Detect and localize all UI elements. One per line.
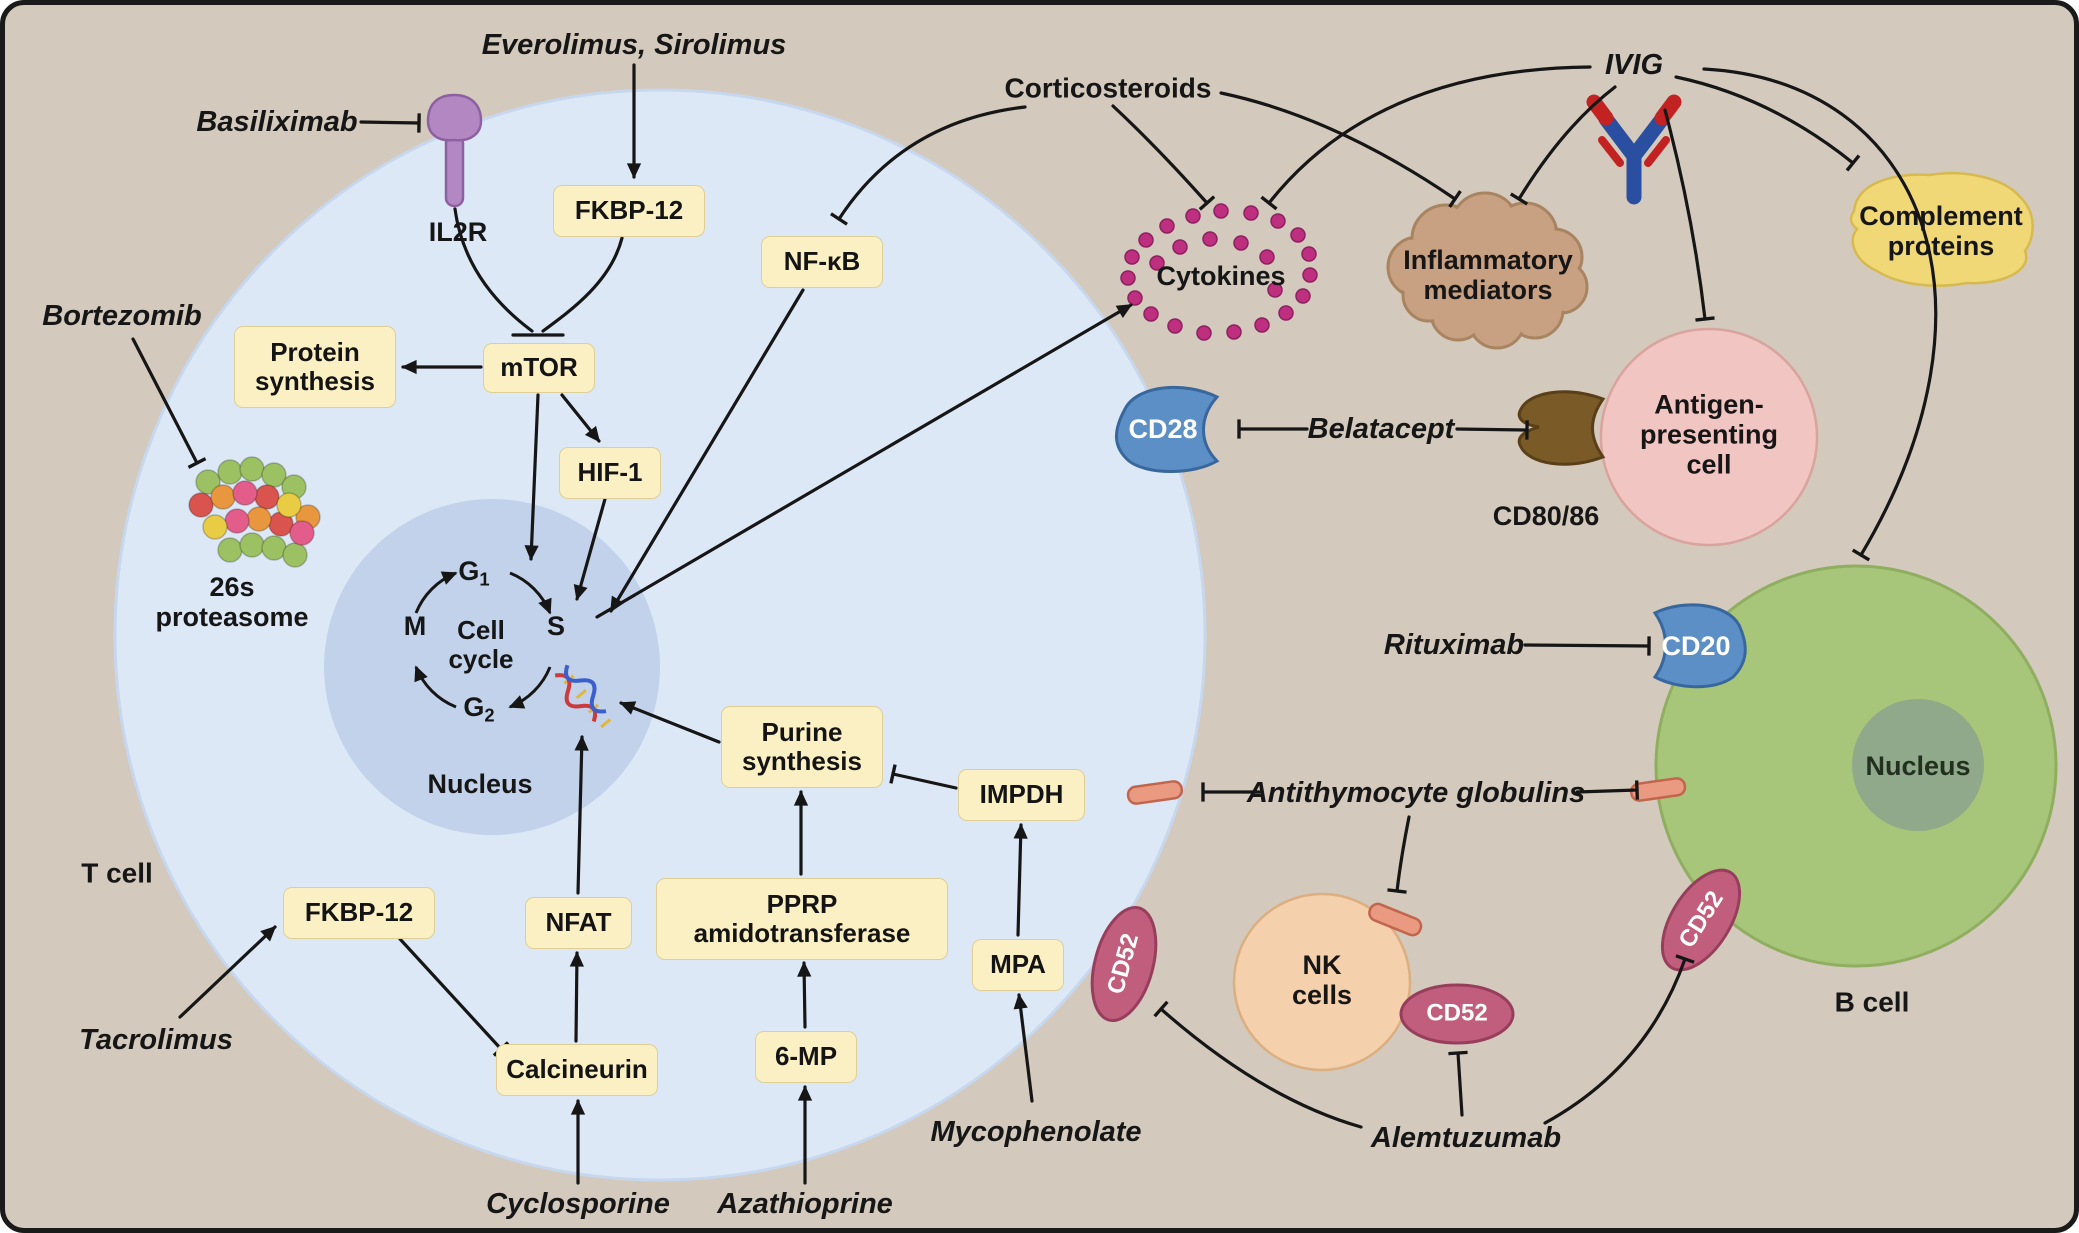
link-rituximab-to-cd20: [1523, 636, 1651, 656]
inflammatory-mediators-cloud: [1386, 191, 1589, 350]
link-mtor-to-hif1: [560, 393, 601, 443]
link-ivig-to-complement: [1674, 75, 1861, 172]
box-nfkb: NF-κB: [761, 236, 883, 288]
box-purine-synthesis: Purine synthesis: [721, 706, 883, 788]
drug-corticosteroids: Corticosteroids: [1004, 72, 1212, 104]
link-atg-to-nk: [1387, 815, 1411, 894]
drug-antithymocyte-globulins: Antithymocyte globulins: [1246, 776, 1586, 809]
drug-tacrolimus: Tacrolimus: [79, 1023, 233, 1056]
cell-cycle-g1: G1: [458, 556, 490, 590]
cell-cycle-title: Cell cycle: [448, 614, 514, 674]
complement-proteins-label: Complement proteins: [1859, 200, 2023, 261]
box-hif1: HIF-1: [559, 447, 661, 499]
box-mpa: MPA: [972, 939, 1064, 991]
cytokines-label: Cytokines: [1156, 260, 1286, 291]
cell-cycle-m: M: [403, 610, 427, 641]
apc-label: Antigen-presenting cell: [1639, 389, 1779, 481]
drug-cyclosporine: Cyclosporine: [486, 1187, 670, 1220]
link-corticosteroids-to-inflammatory: [1219, 91, 1462, 208]
link-nfkb-to-cell-cycle: [609, 288, 805, 613]
box-protein-synthesis: Protein synthesis: [234, 326, 396, 408]
cd80-86-label: CD80/86: [1492, 500, 1600, 531]
link-fkbp12-to-calcineurin: [398, 937, 510, 1057]
cytokines-dots: [1120, 203, 1318, 341]
drug-ivig: IVIG: [1604, 48, 1664, 81]
cell-cycle-arcs: [414, 571, 552, 709]
link-mycophenolate-to-mpa: [1013, 993, 1034, 1103]
link-corticosteroids-to-cytokines: [1111, 104, 1216, 211]
atg-target-bars: [1126, 777, 1687, 937]
link-alemtuzumab-to-cd52-b: [1543, 954, 1695, 1125]
drug-belatacept: Belatacept: [1307, 412, 1455, 445]
drug-alemtuzumab: Alemtuzumab: [1370, 1121, 1562, 1154]
link-impdh-to-purine: [889, 764, 958, 790]
complement-proteins-blob: [1849, 172, 2034, 287]
link-belatacept-to-cd80: [1455, 420, 1529, 440]
link-cell-cycle-to-cytokines: [595, 303, 1133, 619]
drug-bortezomib: Bortezomib: [42, 299, 202, 332]
apc-cell-shape: [1599, 327, 1819, 547]
link-corticosteroids-to-nfkb: [830, 105, 1027, 226]
link-alemtuzumab-to-cd52-nk: [1448, 1050, 1468, 1117]
link-alemtuzumab-to-cd52-left: [1153, 1000, 1363, 1129]
nk-cells-label: NK cells: [1291, 949, 1353, 1010]
link-basiliximab-to-il2r: [359, 113, 421, 133]
link-bortezomib-to-proteasome: [131, 337, 207, 469]
link-il2r-to-mtor: [453, 207, 534, 333]
cell-cycle-s: S: [546, 610, 566, 641]
b-nucleus-label: Nucleus: [1865, 750, 1971, 781]
cell-cycle-g2: G2: [463, 692, 495, 726]
il2r-receptor-icon: [426, 93, 483, 208]
box-fkbp12-top: FKBP-12: [553, 185, 705, 237]
nk-cell-shape: [1232, 892, 1412, 1072]
ivig-antibody-icon: [1586, 94, 1682, 205]
drug-everolimus-sirolimus: Everolimus, Sirolimus: [481, 28, 787, 61]
link-fkbp12-to-mtor: [541, 236, 624, 333]
link-atg-to-bcell: [1575, 780, 1639, 800]
drug-mycophenolate: Mycophenolate: [930, 1115, 1142, 1148]
b-cell-shape: [1654, 564, 2058, 968]
cd52-receptor-shapes: [1090, 868, 1742, 1045]
box-impdh: IMPDH: [958, 769, 1085, 821]
link-ivig-to-apc: [1663, 108, 1715, 322]
link-6mp-to-pprp: [797, 961, 812, 1029]
drug-azathioprine: Azathioprine: [717, 1187, 893, 1220]
connectors: [131, 63, 1938, 1185]
dna-helix-icon: [554, 664, 612, 729]
box-fkbp12-bottom: FKBP-12: [283, 887, 435, 939]
cd28-label: CD28: [1128, 413, 1198, 444]
inflammatory-mediators-label: Inflammatory mediators: [1403, 244, 1573, 305]
t-nucleus-label: Nucleus: [427, 768, 533, 799]
cd52-label-nk: CD52: [1426, 999, 1488, 1027]
box-calcineurin: Calcineurin: [496, 1044, 658, 1096]
link-ivig-to-cytokines: [1260, 65, 1592, 211]
drug-basiliximab: Basiliximab: [196, 105, 358, 138]
b-cell-label: B cell: [1834, 986, 1910, 1018]
t-cell-label: T cell: [81, 857, 153, 889]
t-cell-shape: [113, 88, 1207, 1182]
box-mtor: mTOR: [483, 343, 595, 393]
proteasome-26s-icon: [188, 456, 321, 568]
link-mpa-to-impdh: [1013, 823, 1028, 937]
link-tacrolimus-to-fkbp12: [178, 925, 277, 1019]
link-calcineurin-to-nfat: [569, 951, 584, 1043]
box-6mp: 6-MP: [755, 1031, 857, 1083]
box-pprp-amidotransferase: PPRP amidotransferase: [656, 878, 948, 960]
link-purine-to-dna: [619, 701, 721, 744]
box-nfat: NFAT: [525, 897, 632, 949]
proteasome-label: 26s proteasome: [155, 571, 309, 632]
cd80-86-receptor-shape: [1517, 390, 1606, 466]
cd20-receptor-shape: [1652, 603, 1747, 689]
link-ivig-to-inflammatory: [1509, 85, 1617, 206]
link-nfat-to-nucleus: [574, 735, 589, 895]
link-ivig-to-bcell: [1702, 67, 1938, 562]
link-mtor-to-cell-cycle: [524, 393, 540, 561]
drug-rituximab: Rituximab: [1383, 628, 1525, 661]
cd28-receptor-shape: [1115, 385, 1220, 473]
cd20-label: CD20: [1661, 630, 1731, 661]
il2r-label: IL2R: [428, 216, 488, 247]
link-hif1-to-cell-cycle: [573, 497, 607, 601]
